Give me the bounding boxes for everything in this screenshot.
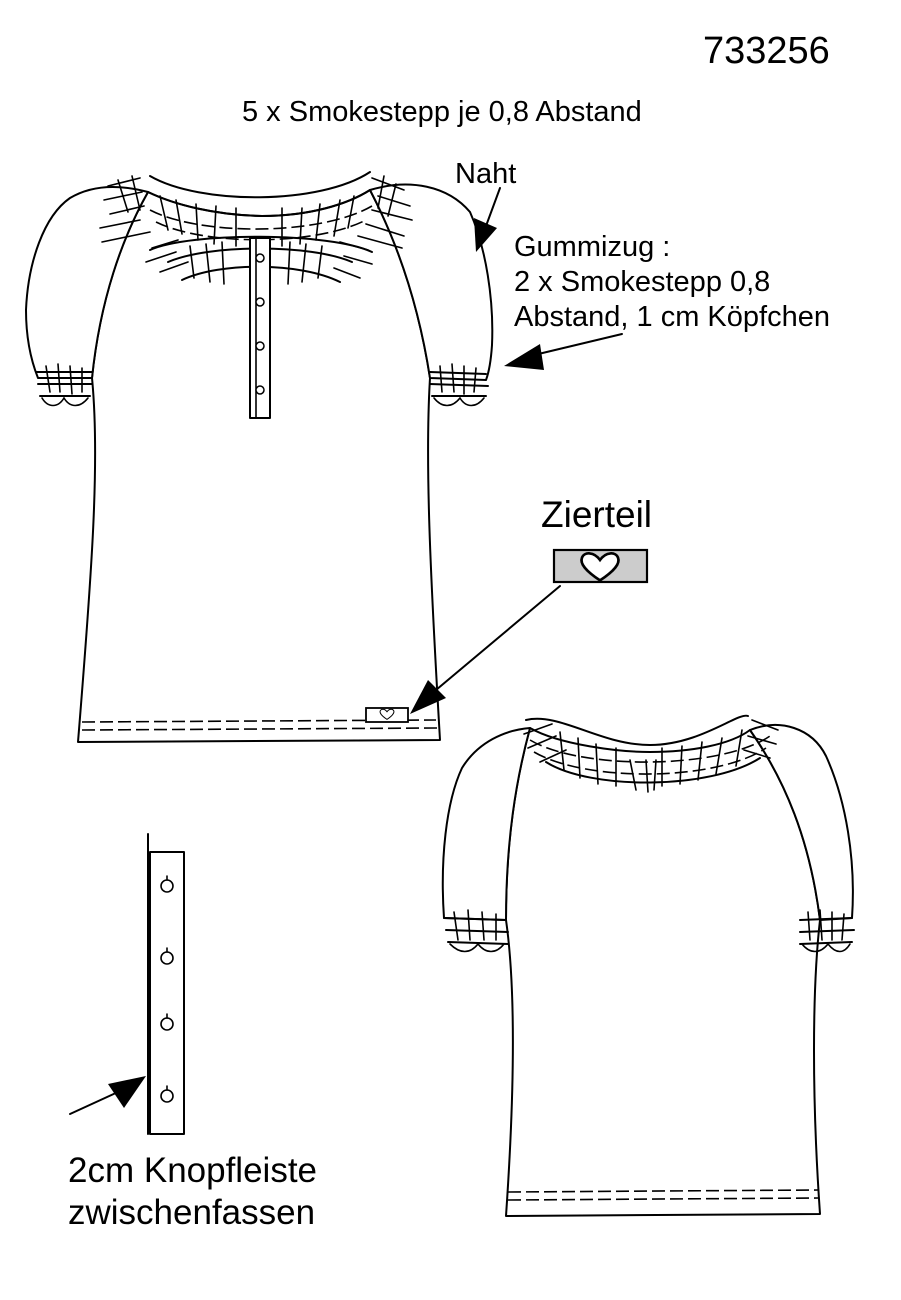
placket-note-line-2: zwischenfassen xyxy=(68,1193,316,1232)
placket-note: 2cm Knopfleiste zwischenfassen xyxy=(68,1150,317,1234)
arrow-icon xyxy=(69,187,623,1115)
article-number: 733256 xyxy=(703,30,830,72)
elastic-note-line-3: Abstand, 1 cm Köpfchen xyxy=(514,300,830,333)
back-neckline xyxy=(525,714,749,747)
back-right-cuff xyxy=(799,909,855,953)
button-icon xyxy=(160,875,174,1103)
front-right-cuff xyxy=(429,363,489,407)
back-left-cuff xyxy=(443,909,509,953)
front-left-sleeve xyxy=(25,185,149,379)
front-left-cuff xyxy=(35,363,93,407)
seam-label: Naht xyxy=(455,158,517,190)
front-garment xyxy=(25,171,494,743)
back-yoke-seam xyxy=(545,757,761,784)
back-left-sleeve xyxy=(441,727,531,921)
back-hem-stitching xyxy=(507,1189,819,1201)
back-right-sleeve xyxy=(749,724,854,921)
separate-placket xyxy=(147,833,185,1135)
trim-detail xyxy=(552,548,649,584)
front-neckline xyxy=(149,171,371,199)
elastic-note: Gummizug : 2 x Smokestepp 0,8 Abstand, 1… xyxy=(514,230,830,334)
placket-note-line-1: 2cm Knopfleiste xyxy=(68,1151,318,1190)
elastic-note-line-2: 2 x Smokestepp 0,8 xyxy=(514,265,771,298)
elastic-note-line-1: Gummizug : xyxy=(514,231,671,263)
smocking-note: 5 x Smokestepp je 0,8 Abstand xyxy=(242,96,642,128)
front-right-sleeve xyxy=(369,183,494,381)
front-button-placket xyxy=(249,237,271,419)
back-garment xyxy=(441,714,855,1217)
front-trim-piece xyxy=(365,707,409,723)
button-icon xyxy=(255,253,265,395)
back-smocking-stitches xyxy=(523,719,779,793)
back-body-outline xyxy=(505,727,821,1217)
front-smocking-stitches xyxy=(99,175,413,285)
trim-label: Zierteil xyxy=(541,494,653,535)
